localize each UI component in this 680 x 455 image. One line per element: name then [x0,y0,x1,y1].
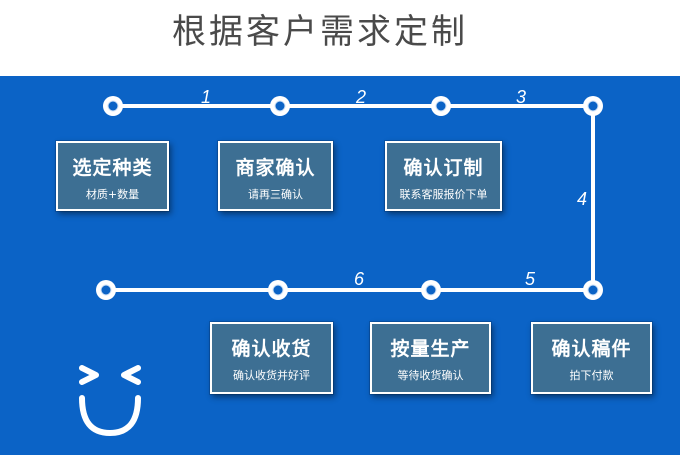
step-title: 确认订制 [403,157,484,179]
step-subtitle: 联系客服报价下单 [399,188,488,201]
step-title: 确认收货 [231,338,312,360]
step-title: 按量生产 [390,338,471,360]
step-number-2: 2 [355,87,366,107]
step-number-1: 1 [201,87,211,107]
step-number-5: 5 [525,269,536,289]
flow-node [103,96,123,116]
step-number-3: 3 [516,87,526,107]
step-title: 商家确认 [235,157,316,179]
step-number-6: 6 [354,269,365,289]
flow-node [421,280,441,300]
step-card-select-type: 选定种类 材质+数量 [56,141,169,211]
step-subtitle: 材质+数量 [85,188,140,201]
step-title: 选定种类 [72,157,153,179]
smiley-face-icon [79,365,141,436]
flow-connector-line [106,104,595,292]
step-subtitle: 等待收货确认 [397,369,464,382]
flow-node [583,96,603,116]
step-subtitle: 请再三确认 [248,188,303,201]
flow-node [270,96,290,116]
step-number-4: 4 [577,189,587,209]
step-card-production: 按量生产 等待收货确认 [370,322,491,394]
step-card-confirm-order: 确认订制 联系客服报价下单 [385,141,502,211]
step-subtitle: 拍下付款 [569,369,614,382]
step-card-confirm-draft: 确认稿件 拍下付款 [531,322,652,394]
flow-node [431,96,451,116]
flow-node [268,280,288,300]
step-card-merchant-confirm: 商家确认 请再三确认 [218,141,333,211]
step-card-confirm-receipt: 确认收货 确认收货并好评 [210,322,333,394]
step-subtitle: 确认收货并好评 [233,369,310,382]
page-title: 根据客户需求定制 [172,12,468,52]
flow-node [583,280,603,300]
flow-node [96,280,116,300]
step-title: 确认稿件 [551,338,632,360]
